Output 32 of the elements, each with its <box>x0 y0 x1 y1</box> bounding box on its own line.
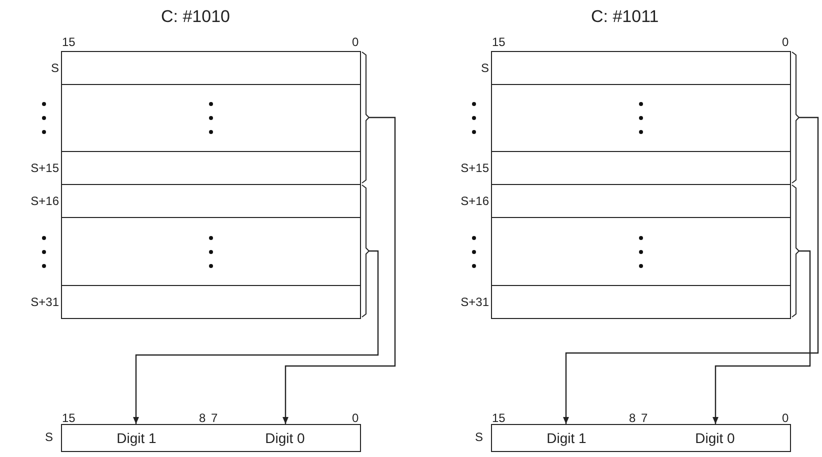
arrow <box>712 250 811 424</box>
digit-field: Digit 1 <box>491 424 641 452</box>
bit-number: 0 <box>352 412 359 424</box>
bit-number: 8 <box>199 412 206 424</box>
word-address: S+16 <box>460 194 489 208</box>
digit-field: Digit 0 <box>210 424 361 452</box>
arrow <box>133 250 379 424</box>
bit-number: 0 <box>782 36 789 48</box>
bit-number: 7 <box>211 412 218 424</box>
word-address: S+31 <box>30 295 59 309</box>
word-address: S+15 <box>30 161 59 175</box>
bit-number: 15 <box>62 412 76 424</box>
word-address: S <box>475 431 484 443</box>
bit-number: 15 <box>62 36 76 48</box>
panel-title: C: #1011 <box>591 8 659 25</box>
bit-number: 7 <box>641 412 648 424</box>
word-address: S <box>480 61 489 75</box>
panel-title: C: #1010 <box>161 8 230 25</box>
bit-number: 0 <box>782 412 789 424</box>
bit-number: 8 <box>629 412 636 424</box>
bit-number: 0 <box>352 36 359 48</box>
bit-number: 15 <box>492 412 506 424</box>
word-address: S+16 <box>30 194 59 208</box>
word-address: S <box>45 431 54 443</box>
bit-number: 15 <box>492 36 506 48</box>
word-address: S+15 <box>460 161 489 175</box>
digit-field: Digit 1 <box>61 424 211 452</box>
arrow <box>563 116 819 424</box>
digit-field: Digit 0 <box>640 424 791 452</box>
word-address: S <box>50 61 59 75</box>
word-address: S+31 <box>460 295 489 309</box>
arrow <box>282 116 396 424</box>
